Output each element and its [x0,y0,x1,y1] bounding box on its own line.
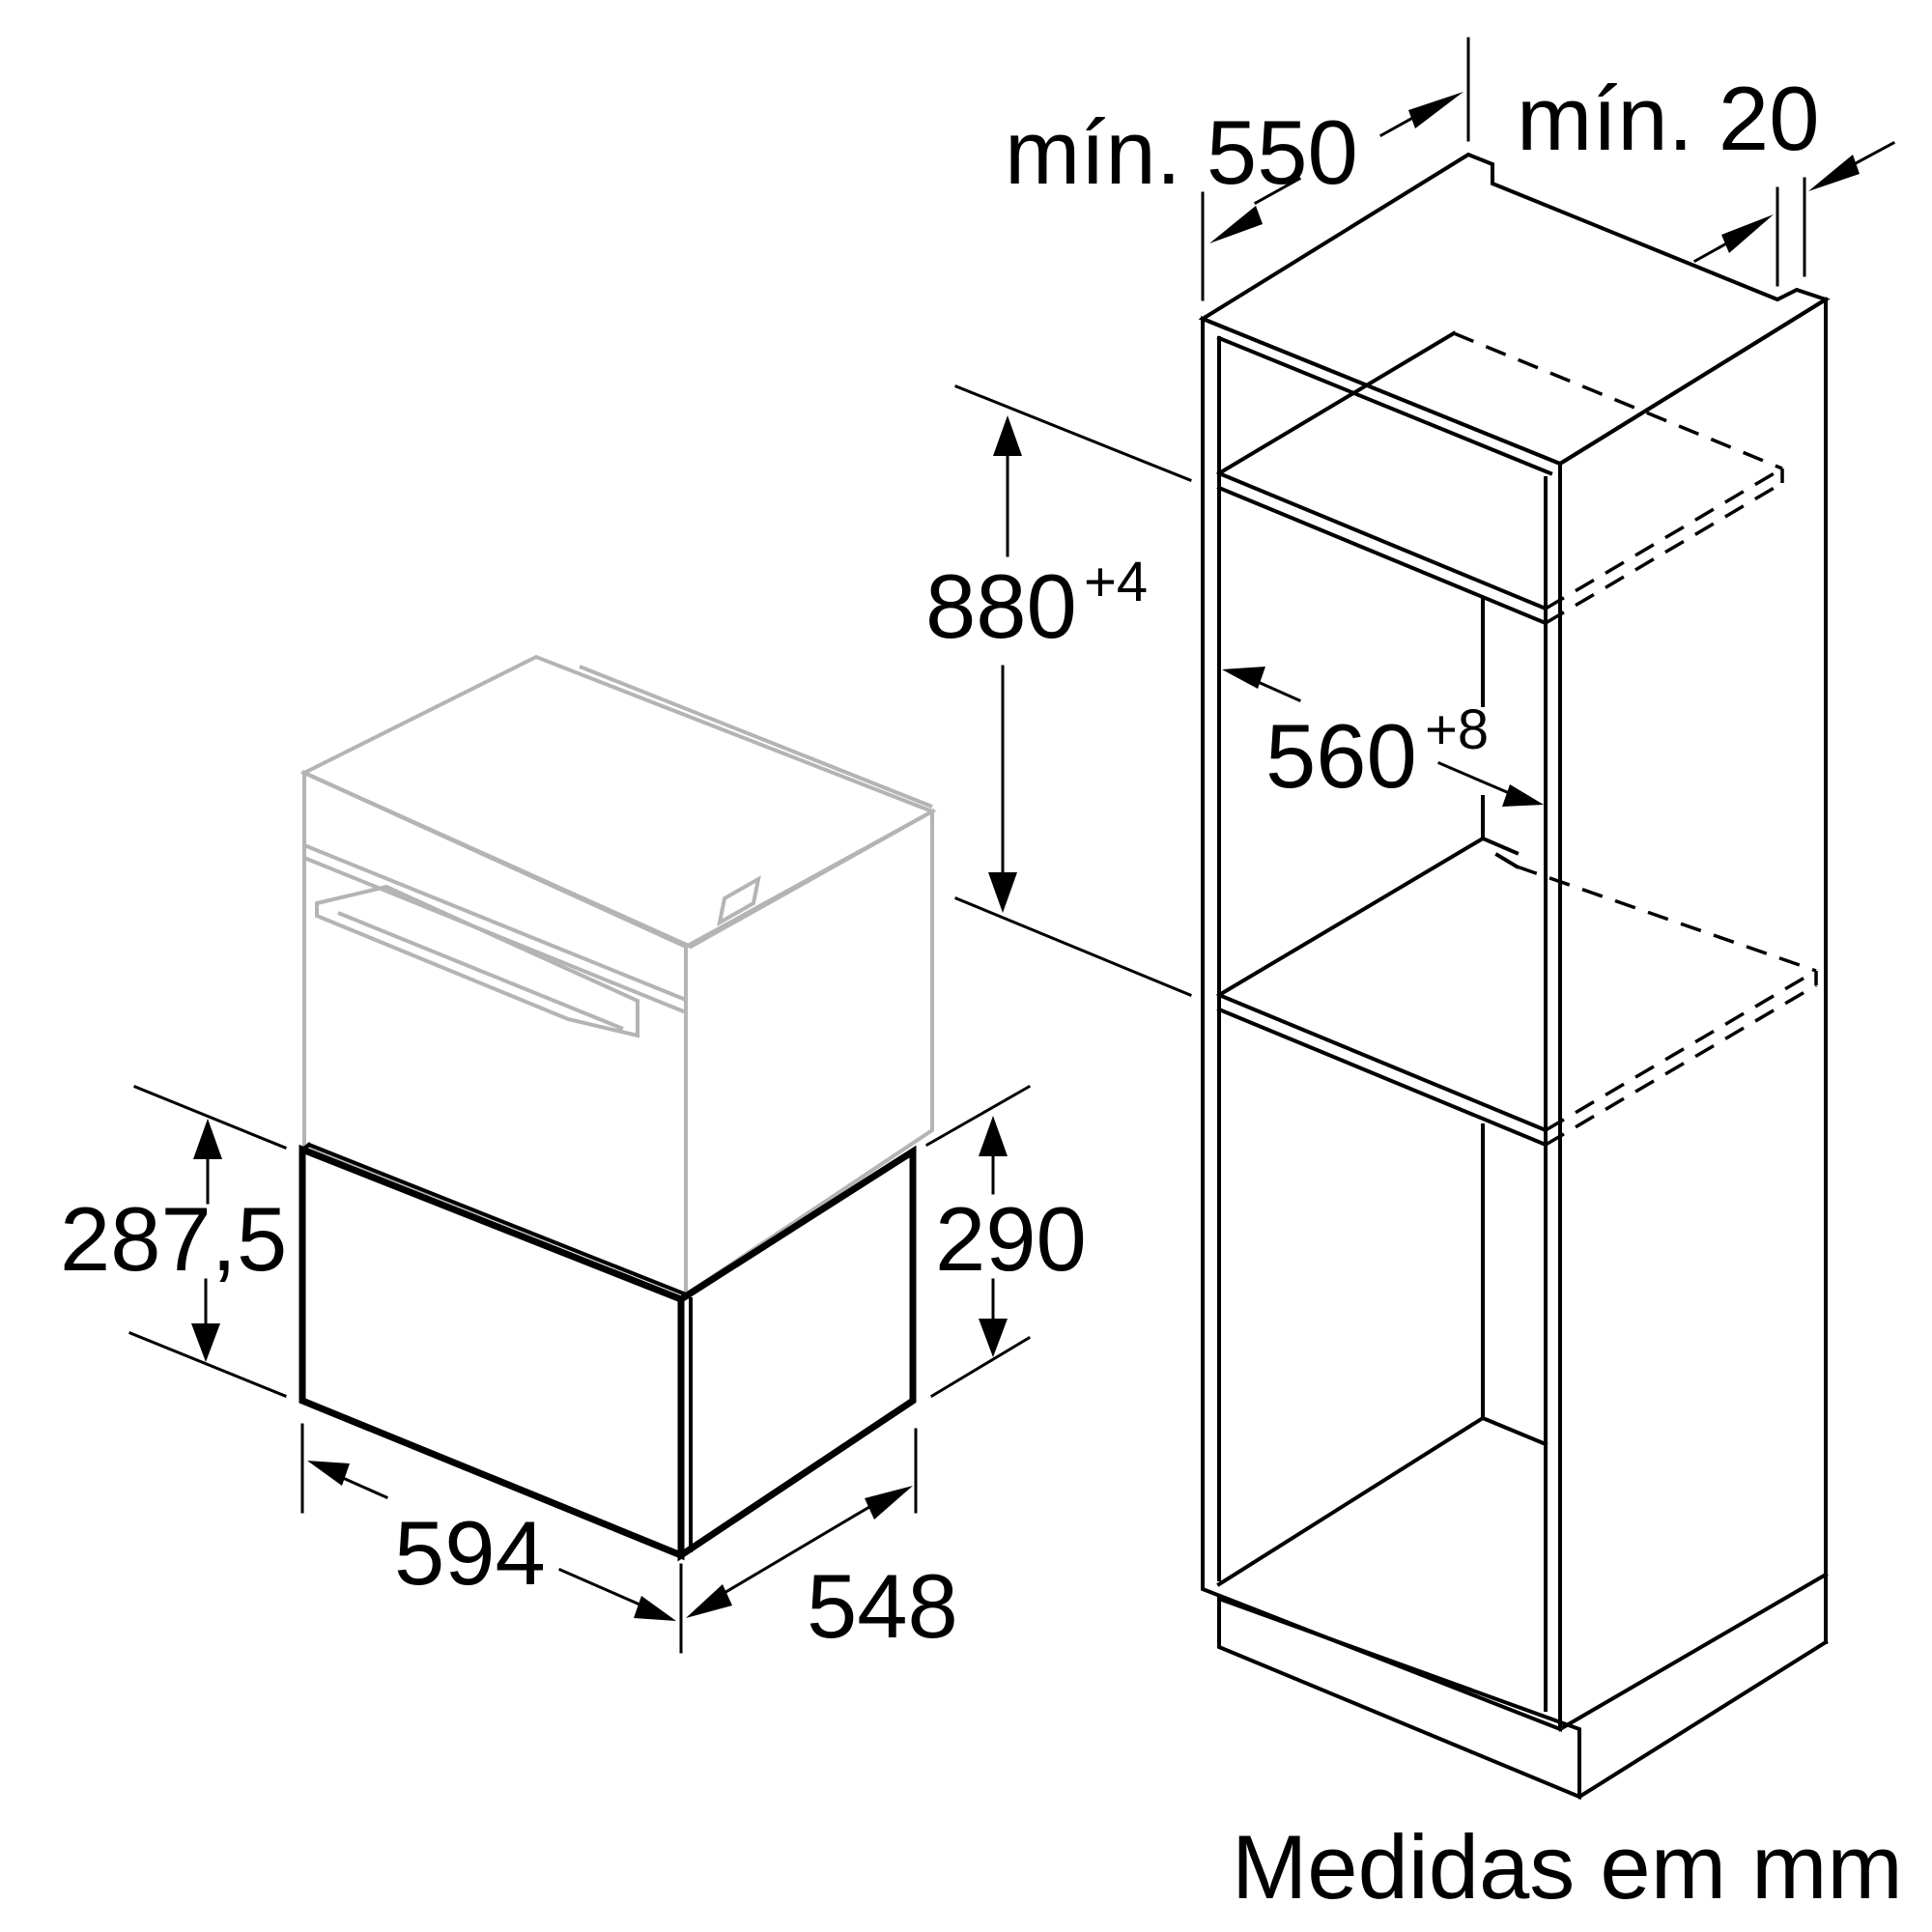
label-niche-width-tolerance: +8 [1425,698,1489,761]
dim-drawer-height: 290 [924,1084,1087,1399]
dim-niche-width: 560 +8 [1222,667,1544,807]
oven-outline [299,654,937,1298]
tall-cabinet [1198,152,1831,1800]
dim-drawer-front-height: 287,5 [60,1085,287,1398]
dim-drawer-width: 594 [300,1423,683,1654]
label-niche-height: 880 [925,555,1077,657]
label-niche-height-tolerance: +4 [1084,551,1148,613]
warming-drawer [298,1142,917,1562]
label-gap: mín. 20 [1517,68,1820,169]
dim-drawer-depth: 548 [686,1428,958,1657]
label-niche-width: 560 [1265,705,1417,807]
dim-niche-depth: mín. 550 [1005,37,1470,301]
label-niche-depth: mín. 550 [1005,101,1358,203]
label-drawer-front-height: 287,5 [60,1188,287,1290]
dim-gap: mín. 20 [1517,68,1896,287]
dim-niche-height: 880 +4 [925,384,1192,997]
label-drawer-height: 290 [935,1188,1087,1290]
label-drawer-depth: 548 [807,1555,958,1657]
units-caption: Medidas em mm [1232,1816,1903,1918]
label-drawer-width: 594 [394,1502,546,1604]
